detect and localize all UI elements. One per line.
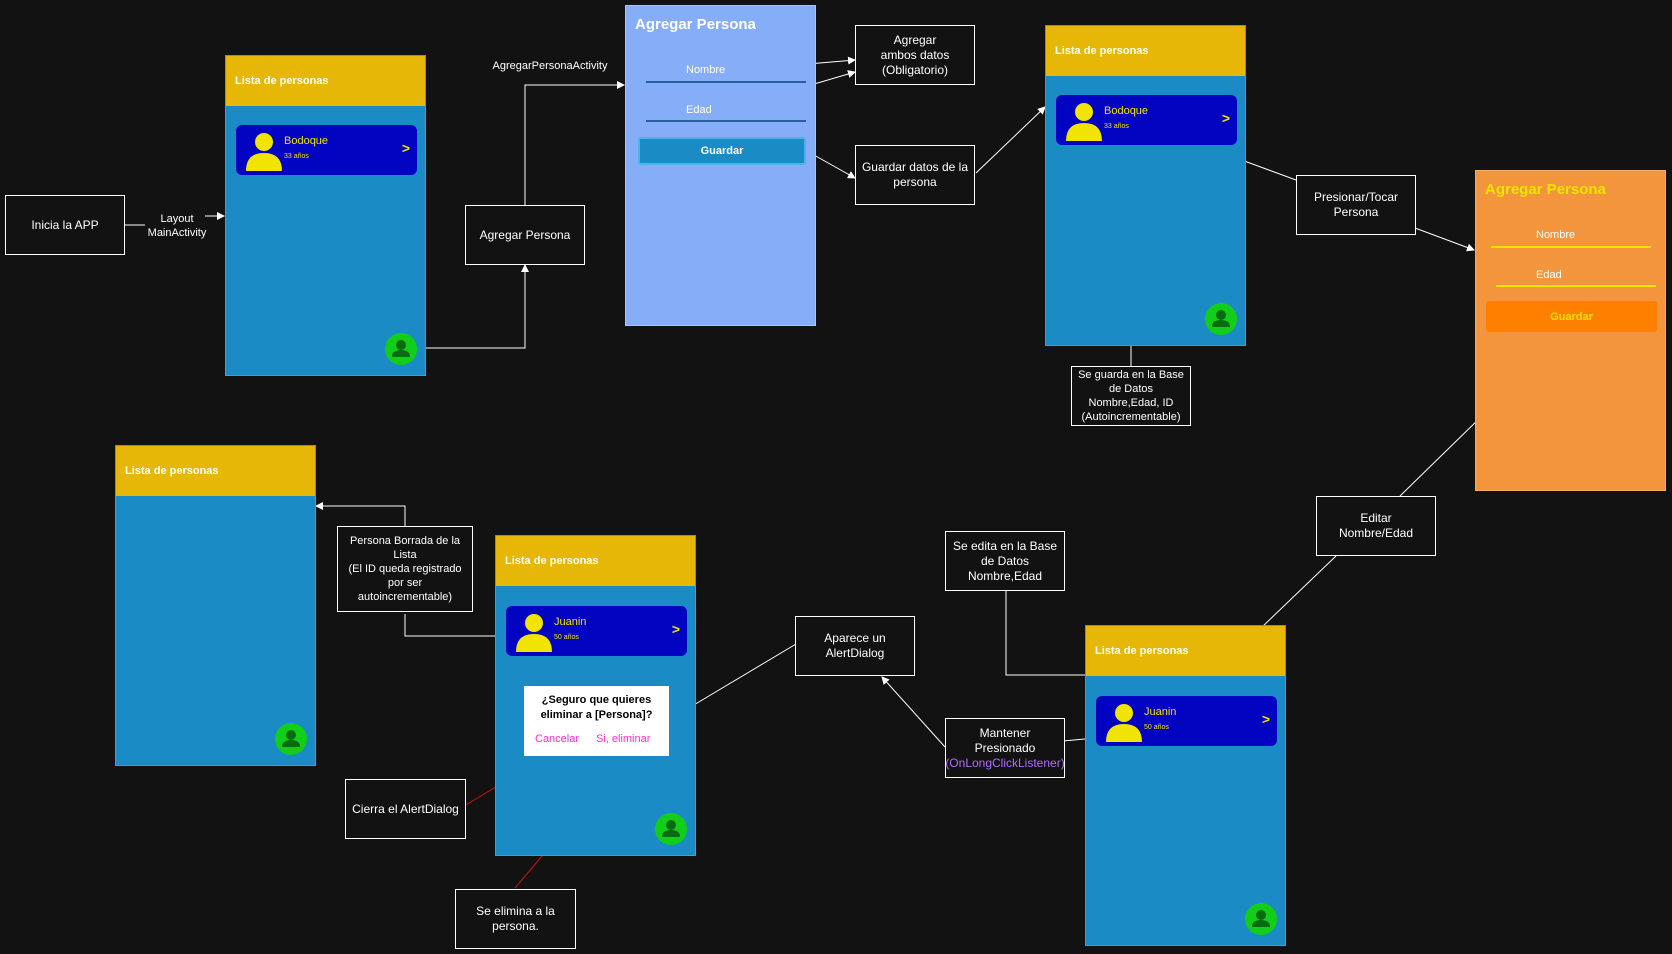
age-field[interactable]	[646, 120, 806, 122]
person-icon	[392, 340, 410, 357]
add-person-fab[interactable]	[655, 813, 687, 845]
list-header: Lista de personas	[496, 536, 695, 586]
person-age: 33 años	[284, 153, 309, 160]
db-save-box: Se guarda en la Base de Datos Nombre,Eda…	[1071, 366, 1191, 426]
agregar-persona-activity-label: AgregarPersonaActivity	[492, 60, 608, 72]
chevron-right-icon: >	[1261, 711, 1270, 727]
person-age: 50 años	[1144, 724, 1169, 731]
list-header: Lista de personas	[116, 446, 315, 496]
person-name: Juanin	[554, 616, 587, 628]
age-field-label: Edad	[686, 104, 712, 116]
add-person-fab[interactable]	[1205, 303, 1237, 335]
person-icon	[662, 820, 680, 837]
age-field-label: Edad	[1536, 269, 1562, 281]
name-field[interactable]	[1491, 246, 1651, 248]
person-icon	[282, 730, 300, 747]
person-deleted-box: Persona Borrada de la Lista (El ID queda…	[337, 526, 473, 612]
arrow-save-to-list	[975, 106, 1046, 174]
chevron-right-icon: >	[671, 621, 680, 637]
save-button[interactable]: Guardar	[638, 137, 806, 165]
add-person-fab[interactable]	[275, 723, 307, 755]
list-screen-empty: Lista de personas	[115, 445, 316, 766]
long-press-listener-label: (OnLongClickListener)	[945, 755, 1065, 770]
save-data-box: Guardar datos de la persona	[855, 145, 975, 205]
add-person-box: Agregar Persona	[465, 205, 585, 265]
age-field[interactable]	[1496, 285, 1656, 287]
add-person-form: Agregar Persona Nombre Edad Guardar	[625, 5, 816, 326]
long-press-box: Mantener Presionado (OnLongClickListener…	[945, 718, 1065, 778]
person-icon	[1066, 103, 1102, 141]
delete-person-box: Se elimina a la persona.	[455, 889, 576, 949]
list-screen-delete-dialog: Lista de personas Juanin 50 años > ¿Segu…	[495, 535, 696, 856]
person-icon	[1212, 310, 1230, 327]
person-icon	[1106, 704, 1142, 742]
long-press-label: Mantener Presionado	[974, 725, 1036, 755]
person-icon	[1252, 910, 1270, 927]
person-name: Juanin	[1144, 706, 1177, 718]
close-alert-box: Cierra el AlertDialog	[345, 779, 466, 839]
add-person-fab[interactable]	[385, 333, 417, 365]
person-icon	[246, 133, 282, 171]
person-card-juanin[interactable]: Juanin 50 años >	[1096, 696, 1277, 746]
chevron-right-icon: >	[401, 140, 410, 156]
arrow-card-to-deleted	[404, 614, 495, 637]
person-card-bodoque[interactable]: Bodoque 33 años >	[236, 125, 417, 175]
arrow-add-to-form	[524, 81, 625, 205]
list-header: Lista de personas	[1086, 626, 1285, 676]
cancel-button[interactable]: Cancelar	[535, 733, 580, 745]
add-person-fab[interactable]	[1245, 903, 1277, 935]
db-edit-box: Se edita en la Base de Datos Nombre,Edad	[945, 531, 1065, 591]
name-field-label: Nombre	[686, 64, 726, 76]
form-title: Agregar Persona	[635, 16, 756, 33]
press-person-box: Presionar/Tocar Persona	[1296, 175, 1416, 235]
layout-mainactivity-label: Layout MainActivity	[147, 213, 207, 239]
list-screen-edited: Lista de personas Juanin 50 años >	[1085, 625, 1286, 946]
start-app-box: Inicia la APP	[5, 195, 125, 255]
name-field[interactable]	[646, 81, 806, 83]
edit-name-age-box: Editar Nombre/Edad	[1316, 496, 1436, 556]
arrow-longpress-to-alert	[881, 676, 946, 748]
person-name: Bodoque	[284, 135, 329, 147]
chevron-right-icon: >	[1221, 110, 1230, 126]
name-field-label: Nombre	[1536, 229, 1576, 241]
alert-appears-box: Aparece un AlertDialog	[795, 616, 915, 676]
confirm-delete-button[interactable]: Si, eliminar	[596, 733, 651, 745]
person-icon	[516, 614, 552, 652]
person-card-juanin[interactable]: Juanin 50 años >	[506, 606, 687, 656]
list-screen-initial: Lista de personas Bodoque 33 años >	[225, 55, 426, 376]
save-button[interactable]: Guardar	[1486, 301, 1657, 332]
list-header: Lista de personas	[226, 56, 425, 106]
delete-alert-dialog: ¿Seguro que quieres eliminar a [Persona]…	[524, 686, 669, 756]
person-card-bodoque[interactable]: Bodoque 33 años >	[1056, 95, 1237, 145]
person-name: Bodoque	[1104, 105, 1149, 117]
person-age: 33 años	[1104, 123, 1129, 130]
dialog-question: ¿Seguro que quieres eliminar a [Persona]…	[540, 694, 653, 721]
arrow-press-to-edit	[1414, 227, 1475, 252]
list-header: Lista de personas	[1046, 26, 1245, 76]
form-title: Agregar Persona	[1485, 181, 1606, 198]
list-screen-saved: Lista de personas Bodoque 33 años >	[1045, 25, 1246, 346]
edit-person-form: Agregar Persona Nombre Edad Guardar	[1475, 170, 1666, 491]
both-fields-box: Agregar ambos datos (Obligatorio)	[855, 25, 975, 85]
person-age: 50 años	[554, 634, 579, 641]
arrow-deleted-to-list	[315, 502, 406, 528]
